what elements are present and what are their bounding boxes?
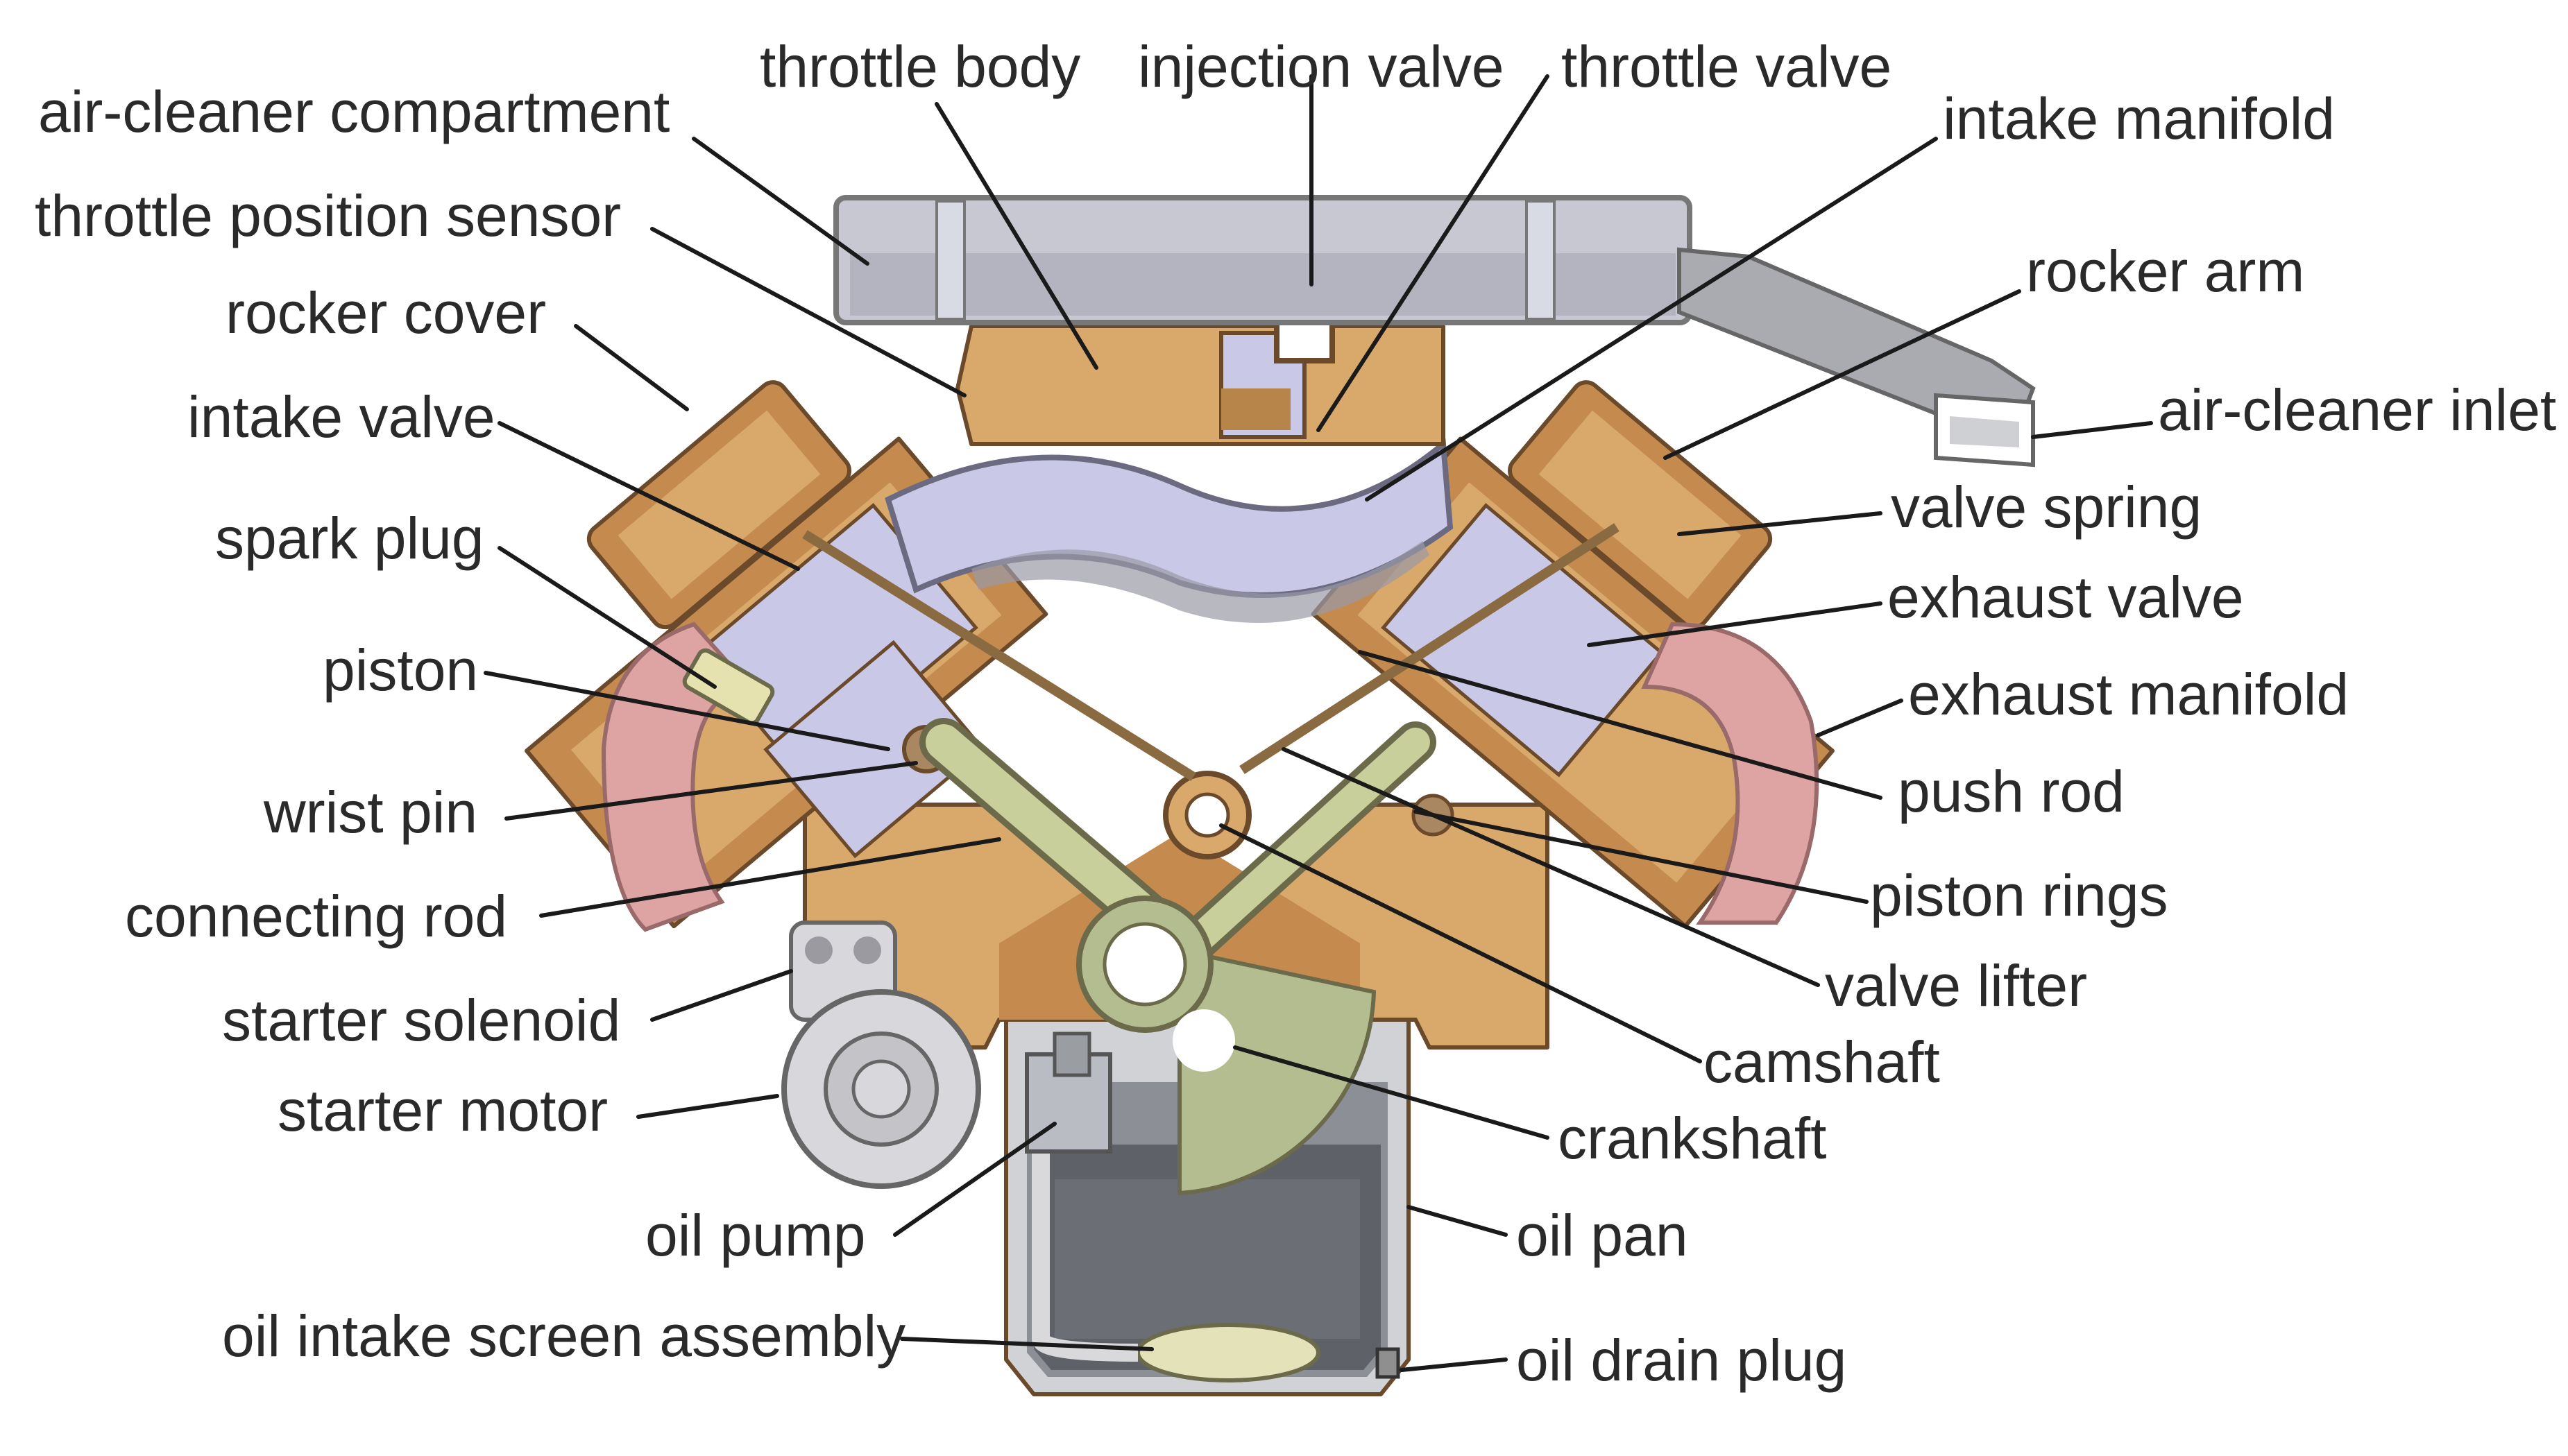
leader-wrist-pin (504, 761, 918, 821)
label-oil-drain-plug: oil drain plug (1516, 1328, 1846, 1393)
label-oil-pump: oil pump (645, 1203, 866, 1268)
label-connecting-rod: connecting rod (125, 884, 507, 949)
leader-exhaust-valve (1587, 601, 1882, 647)
label-throttle-valve: throttle valve (1561, 34, 1891, 99)
leader-piston (484, 671, 890, 751)
leader-valve-lifter (1282, 747, 1820, 987)
oil-drain-plug (1375, 1347, 1400, 1379)
leader-air-cleaner-compartment (692, 137, 869, 266)
label-oil-pan: oil pan (1516, 1203, 1688, 1268)
label-starter-motor: starter motor (278, 1078, 608, 1143)
label-piston: piston (323, 637, 478, 703)
leader-oil-pump (893, 1122, 1057, 1237)
exhaust-manifold-right (1641, 622, 1819, 925)
label-valve-spring: valve spring (1891, 474, 2202, 540)
leader-oil-pan (1406, 1205, 1508, 1237)
label-oil-intake-screen-assembly: oil intake screen assembly (222, 1303, 905, 1369)
leader-oil-intake-screen-assembly (900, 1337, 1154, 1351)
label-air-cleaner-compartment: air-cleaner compartment (38, 79, 670, 144)
air-cleaner-box (833, 195, 1692, 325)
label-piston-rings: piston rings (1870, 863, 2168, 928)
label-intake-manifold: intake manifold (1943, 86, 2335, 151)
label-throttle-position-sensor: throttle position sensor (35, 183, 621, 248)
label-exhaust-valve: exhaust valve (1887, 565, 2244, 630)
leader-oil-drain-plug (1400, 1357, 1508, 1372)
label-rocker-arm: rocker arm (2026, 239, 2304, 304)
label-push-rod: push rod (1898, 759, 2125, 824)
oil-intake-screen (1032, 1103, 1320, 1382)
label-throttle-body: throttle body (760, 34, 1080, 99)
label-spark-plug: spark plug (215, 506, 484, 571)
throttle-body (955, 324, 1445, 446)
leader-starter-motor (636, 1094, 779, 1119)
leader-throttle-body (935, 102, 1098, 370)
label-crankshaft: crankshaft (1558, 1106, 1827, 1171)
leader-spark-plug (498, 546, 717, 689)
label-starter-solenoid: starter solenoid (222, 988, 620, 1053)
leader-piston-rings (1413, 810, 1869, 904)
leader-intake-valve (498, 421, 800, 571)
leader-throttle-valve (1316, 74, 1549, 432)
leader-rocker-arm (1663, 289, 2021, 460)
leader-throttle-position-sensor (650, 227, 967, 397)
leader-starter-solenoid (650, 969, 793, 1022)
leader-connecting-rod (539, 837, 1001, 918)
push-rods (802, 523, 1619, 781)
label-rocker-cover: rocker cover (226, 280, 546, 345)
label-air-cleaner-inlet: air-cleaner inlet (2158, 377, 2556, 443)
label-wrist-pin: wrist pin (263, 780, 477, 845)
label-camshaft: camshaft (1703, 1029, 1940, 1095)
leader-valve-spring (1677, 511, 1882, 536)
leader-air-cleaner-inlet (2031, 421, 2153, 439)
leader-crankshaft (1233, 1045, 1549, 1140)
leader-exhaust-manifold (1816, 699, 1903, 737)
leader-push-rod (1358, 650, 1882, 800)
leader-camshaft (1219, 823, 1702, 1063)
leader-rocker-cover (574, 324, 689, 411)
leader-lines (484, 74, 2153, 1372)
label-intake-valve: intake valve (187, 384, 495, 449)
label-exhaust-manifold: exhaust manifold (1908, 662, 2349, 727)
leader-intake-manifold (1365, 137, 1938, 502)
right-cylinder-bank (1311, 380, 1835, 929)
starter-motor (781, 989, 981, 1189)
air-cleaner-inlet-duct (1677, 247, 2036, 468)
spark-plug (682, 648, 775, 726)
label-valve-lifter: valve lifter (1825, 953, 2087, 1018)
labels: air-cleaner compartment throttle body in… (35, 34, 2556, 1393)
crank-counterweight (1177, 948, 1377, 1196)
label-injection-valve: injection valve (1138, 34, 1504, 99)
